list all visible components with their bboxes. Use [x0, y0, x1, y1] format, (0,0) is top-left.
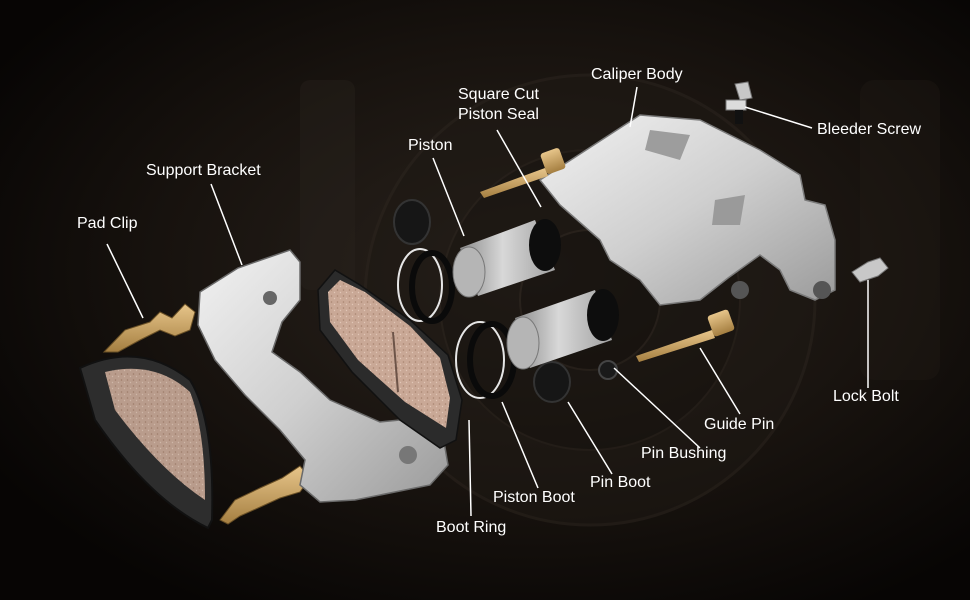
- label-pad-clip: Pad Clip: [77, 215, 138, 232]
- lower-piston: [506, 289, 619, 370]
- label-caliper-body: Caliper Body: [591, 66, 683, 83]
- inner-brake-pad: [317, 269, 463, 449]
- guide-pin-upper: [480, 148, 566, 198]
- label-piston: Piston: [408, 137, 453, 154]
- outer-brake-pad: [78, 355, 214, 530]
- support-bracket: [197, 249, 449, 503]
- leader-lines: [106, 86, 869, 517]
- label-piston-seal-line2: Piston Seal: [458, 106, 539, 123]
- piston-boot-rubber: [393, 199, 618, 403]
- label-bleeder-screw: Bleeder Screw: [817, 121, 922, 138]
- label-square-cut-line1: Square Cut: [458, 86, 539, 103]
- upper-piston: [452, 219, 561, 298]
- label-pin-bushing: Pin Bushing: [641, 445, 727, 462]
- label-boot-ring: Boot Ring: [436, 519, 507, 536]
- label-support-bracket: Support Bracket: [146, 162, 261, 179]
- label-piston-boot: Piston Boot: [493, 489, 575, 506]
- suspension-background: [300, 80, 940, 380]
- label-pin-boot: Pin Boot: [590, 474, 651, 491]
- guide-pin-lower: [636, 309, 735, 362]
- caliper-body: [538, 114, 836, 306]
- lock-bolt: [851, 257, 889, 283]
- pad-clip-upper: [102, 303, 196, 353]
- label-guide-pin: Guide Pin: [704, 416, 775, 433]
- label-lock-bolt: Lock Bolt: [833, 388, 899, 405]
- bleeder-screw: [725, 81, 753, 124]
